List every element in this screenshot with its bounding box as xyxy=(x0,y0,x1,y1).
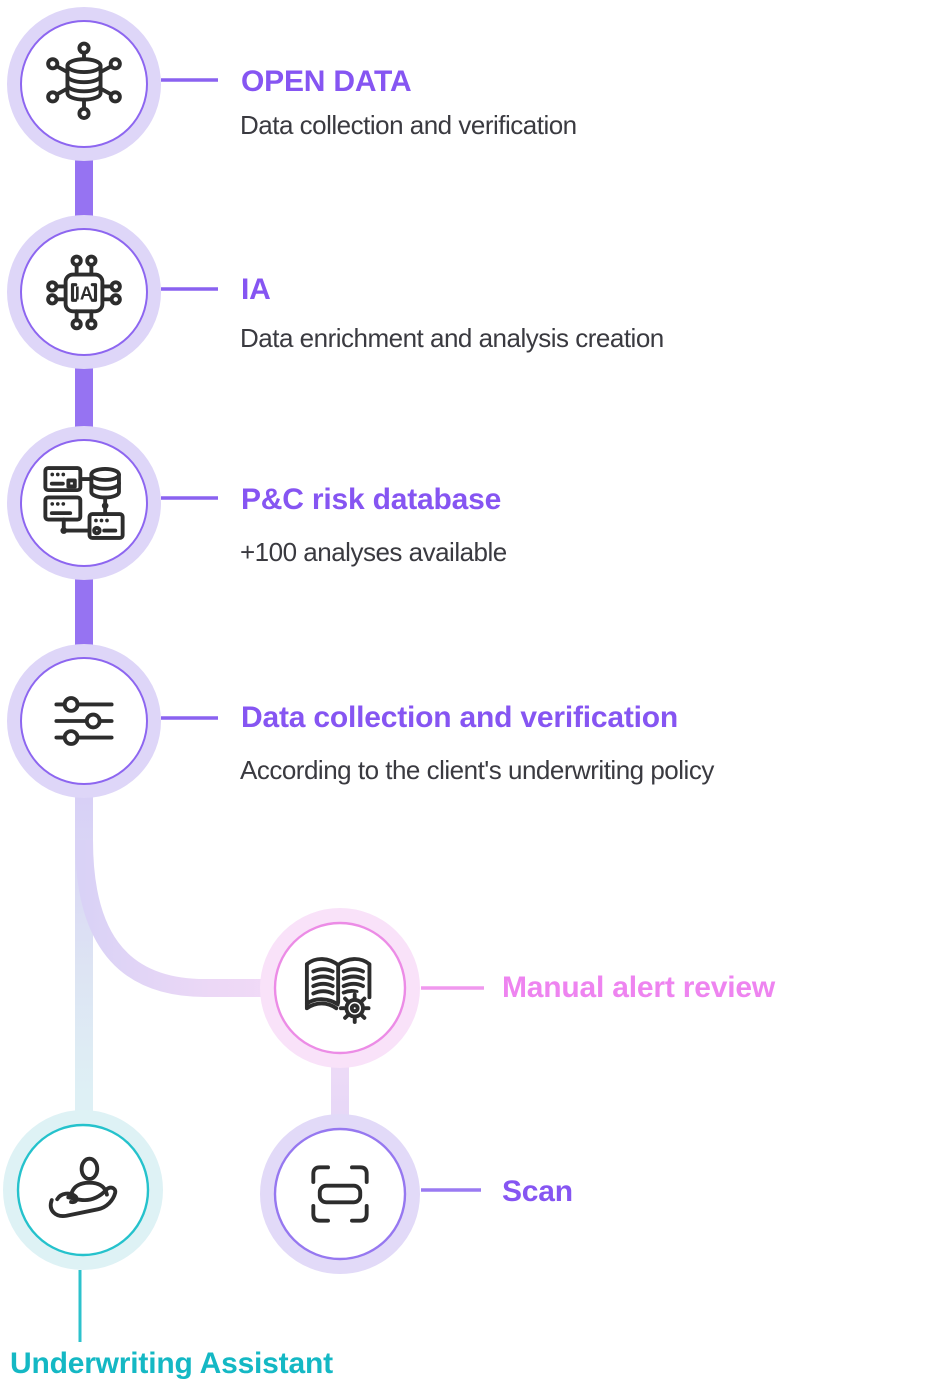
svg-text:IA: IA xyxy=(75,282,93,303)
book-gear-icon xyxy=(294,942,386,1034)
sliders-icon xyxy=(38,675,130,767)
node-ia-circle xyxy=(7,215,161,369)
hand-person-icon xyxy=(37,1144,129,1236)
node-data-collection-sublabel: According to the client's underwriting p… xyxy=(240,755,714,785)
node-scan-label: Scan xyxy=(502,1175,573,1208)
node-pc-risk-sublabel: +100 analyses available xyxy=(240,537,507,567)
node-manual-review-label: Manual alert review xyxy=(502,971,775,1004)
node-ia-sublabel: Data enrichment and analysis creation xyxy=(240,323,664,353)
node-pc-risk-label: P&C risk database xyxy=(241,483,502,516)
node-assistant-circle xyxy=(3,1110,163,1270)
node-scan-circle xyxy=(260,1114,420,1274)
node-ia-label: IA xyxy=(241,273,271,306)
ai-chip-icon: IA xyxy=(38,246,130,338)
node-assistant-label: Underwriting Assistant xyxy=(10,1347,333,1380)
database-network-icon xyxy=(38,38,130,130)
node-open-data-sublabel: Data collection and verification xyxy=(240,110,577,140)
scan-frame-icon xyxy=(294,1148,386,1240)
server-cluster-icon xyxy=(38,457,130,549)
node-open-data-label: OPEN DATA xyxy=(241,65,412,98)
branch-line xyxy=(75,839,340,997)
node-data-collection-label: Data collection and verification xyxy=(241,701,679,734)
